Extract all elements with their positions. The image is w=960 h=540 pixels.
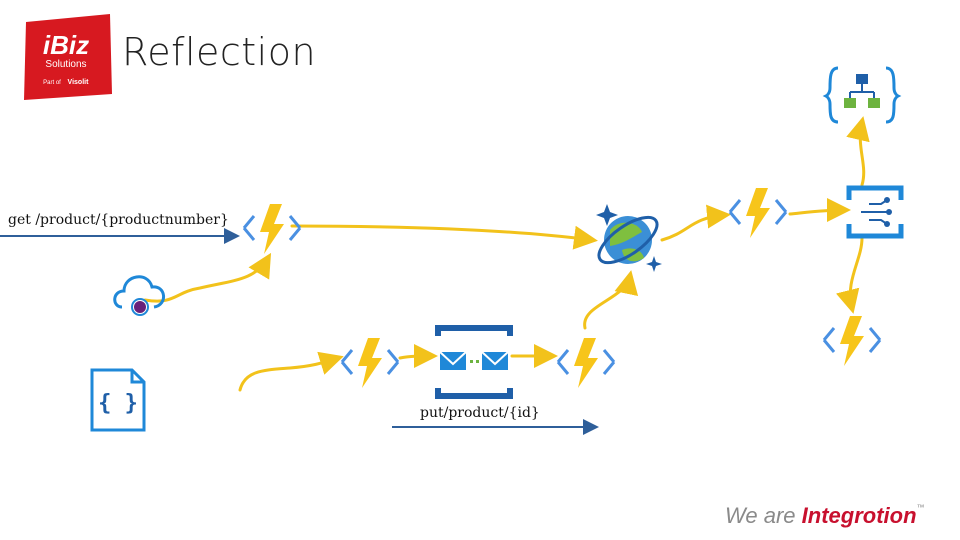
event-grid-icon (846, 185, 904, 239)
service-bus-queue-icon (435, 325, 513, 399)
svg-text:{ }: { } (98, 391, 138, 416)
connector-json-to-function (238, 351, 344, 392)
function-icon (822, 314, 882, 368)
connector-apim-to-function (143, 252, 272, 303)
function-icon (340, 336, 400, 390)
logo-part-of: Part of (43, 80, 61, 86)
function-icon (556, 336, 616, 390)
connector-function-to-queue (398, 344, 438, 369)
json-file-icon: { } (90, 368, 146, 432)
tagline-integration: Integrotion (801, 503, 917, 528)
function-icon (242, 202, 302, 256)
logo-sub: Solutions (45, 59, 86, 70)
connector-eventgrid-to-function (836, 236, 864, 314)
page-title: Reflection (122, 30, 317, 74)
tagline-we-are: We are (725, 503, 796, 528)
ibiz-logo: iBiz Solutions Part of Visolit (24, 14, 112, 100)
tagline: We are Integrotion™ (725, 503, 925, 529)
put-route-label: put/product/{id} (420, 405, 540, 421)
get-route-label: get /product/{productnumber} (8, 212, 229, 228)
logo-brand: iBiz (43, 30, 89, 60)
tagline-trademark: ™ (916, 503, 925, 512)
api-management-icon (113, 275, 165, 316)
function-icon (728, 186, 788, 240)
connector-eventgrid-to-logicapp (846, 116, 870, 187)
connector-cosmos-to-function (660, 204, 731, 242)
logo-visolit: Visolit (68, 79, 90, 86)
connector-function-to-cosmos (290, 224, 598, 250)
connector-function-to-cosmos-2 (583, 270, 639, 330)
connector-function-to-eventgrid (788, 198, 851, 223)
logic-app-icon (822, 66, 902, 124)
cosmos-db-icon (596, 204, 662, 272)
